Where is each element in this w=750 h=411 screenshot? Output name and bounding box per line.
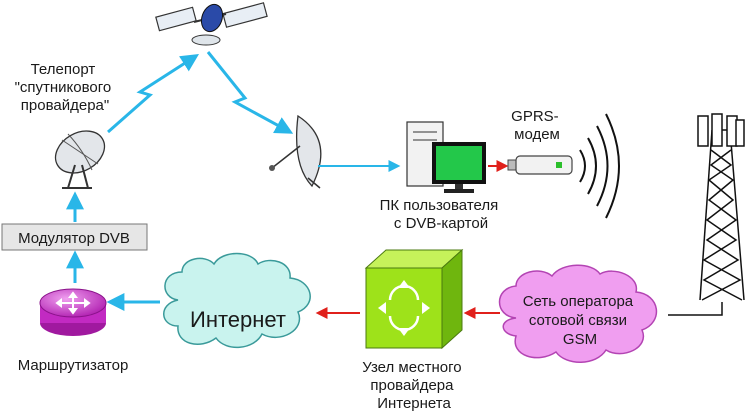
teleport-label: Телепорт "спутникового провайдера"	[15, 61, 116, 114]
teleport-dish-icon	[48, 123, 112, 188]
user-dish-icon	[269, 116, 321, 188]
satellite-icon	[156, 1, 267, 45]
internet-cloud: Интернет	[164, 254, 310, 348]
modulator-box: Модулятор DVB	[2, 224, 147, 250]
tower-to-gsm-link	[668, 302, 722, 315]
cell-tower-icon	[698, 114, 744, 300]
gsm-cloud: Сеть оператора сотовой связи GSM	[500, 265, 657, 362]
pc-label: ПК пользователя с DVB-картой	[380, 197, 503, 232]
modulator-label: Модулятор DVB	[18, 230, 130, 247]
uplink-zigzag	[108, 56, 196, 132]
isp-node-label: Узел местного провайдера Интернета	[362, 359, 465, 411]
internet-label: Интернет	[190, 307, 286, 332]
downlink-zigzag	[208, 52, 290, 132]
router-label: Маршрутизатор	[18, 357, 129, 374]
radio-waves-icon	[580, 114, 619, 218]
usb-modem-icon	[508, 156, 572, 174]
modem-label: GPRS- модем	[511, 108, 563, 143]
node-box-icon	[366, 250, 462, 348]
router-icon	[40, 289, 106, 336]
